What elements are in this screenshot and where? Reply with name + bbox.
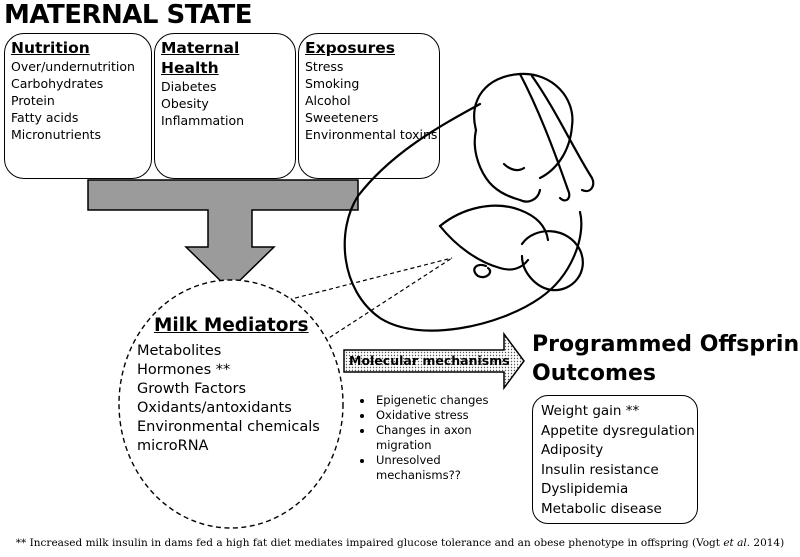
nutrition-list: Over/undernutrition Carbohydrates Protei… xyxy=(11,58,145,143)
milk-mediators-circle xyxy=(118,279,344,529)
footnote: ** Increased milk insulin in dams fed a … xyxy=(0,537,800,549)
milk-mediators-list: Metabolites Hormones ** Growth Factors O… xyxy=(137,342,320,456)
list-item: Carbohydrates xyxy=(11,76,104,91)
exposures-box: Exposures Stress Smoking Alcohol Sweeten… xyxy=(298,33,440,179)
list-item: Alcohol xyxy=(305,93,351,108)
list-item: Epigenetic changes xyxy=(374,393,524,408)
outcomes-box: Weight gain ** Appetite dysregulation Ad… xyxy=(532,395,698,524)
list-item: Environmental chemicals xyxy=(137,419,320,435)
footnote-text: ** Increased milk insulin in dams fed a … xyxy=(15,537,724,549)
outcomes-title-line1: Programmed Offspring xyxy=(532,332,800,357)
mechanisms-list: Epigenetic changes Oxidative stress Chan… xyxy=(358,393,524,483)
list-item: Stress xyxy=(305,59,344,74)
mother-and-baby-illustration xyxy=(343,72,595,332)
list-item: Over/undernutrition xyxy=(11,59,135,74)
molecular-mechanisms-label: Molecular mechanisms xyxy=(349,353,510,368)
molecular-mechanisms-arrow xyxy=(343,331,525,391)
list-item: Protein xyxy=(11,93,55,108)
list-item: Growth Factors xyxy=(137,381,247,397)
list-item: Inflammation xyxy=(161,113,245,128)
list-item: Insulin resistance xyxy=(541,461,659,478)
list-item: Diabetes xyxy=(161,79,217,94)
maternal-health-box: Maternal Health Diabetes Obesity Inflamm… xyxy=(154,33,296,179)
footnote-year: 2014) xyxy=(750,537,785,549)
connector-line-lower xyxy=(317,257,453,346)
list-item: Adiposity xyxy=(541,442,604,458)
list-item: Fatty acids xyxy=(11,110,79,125)
exposures-list: Stress Smoking Alcohol Sweeteners Enviro… xyxy=(305,58,438,143)
list-item: Dyslipidemia xyxy=(541,481,629,497)
list-item: Oxidative stress xyxy=(374,408,524,423)
maternal-health-heading: Maternal Health xyxy=(161,39,240,77)
list-item: Metabolic disease xyxy=(541,500,662,517)
list-item: Changes in axon migration xyxy=(374,423,486,453)
diagram-title: MATERNAL STATE xyxy=(4,0,253,30)
milk-mediators-heading: Milk Mediators xyxy=(154,315,309,336)
outcomes-title-line2: Outcomes xyxy=(532,361,656,386)
list-item: Unresolved mechanisms?? xyxy=(374,453,496,483)
list-item: Metabolites xyxy=(137,343,222,359)
list-item: Hormones ** xyxy=(137,362,231,378)
footnote-italic: et al. xyxy=(723,537,751,549)
outcomes-list: Weight gain ** Appetite dysregulation Ad… xyxy=(541,402,695,519)
list-item: Environmental toxins xyxy=(305,127,438,142)
list-item: microRNA xyxy=(137,438,209,454)
list-item: Obesity xyxy=(161,96,209,111)
nutrition-heading: Nutrition xyxy=(11,39,90,57)
maternal-to-milk-arrow xyxy=(87,179,359,292)
list-item: Oxidants/antoxidants xyxy=(137,400,292,416)
list-item: Weight gain ** xyxy=(541,403,640,419)
list-item: Micronutrients xyxy=(11,127,102,142)
nutrition-box: Nutrition Over/undernutrition Carbohydra… xyxy=(4,33,152,179)
exposures-heading: Exposures xyxy=(305,39,395,57)
list-item: Sweeteners xyxy=(305,110,379,125)
maternal-health-list: Diabetes Obesity Inflammation xyxy=(161,78,289,129)
list-item: Smoking xyxy=(305,76,360,91)
connector-line-upper xyxy=(267,257,453,306)
outcomes-title: Programmed Offspring Outcomes xyxy=(532,330,800,388)
list-item: Appetite dysregulation xyxy=(541,422,695,439)
